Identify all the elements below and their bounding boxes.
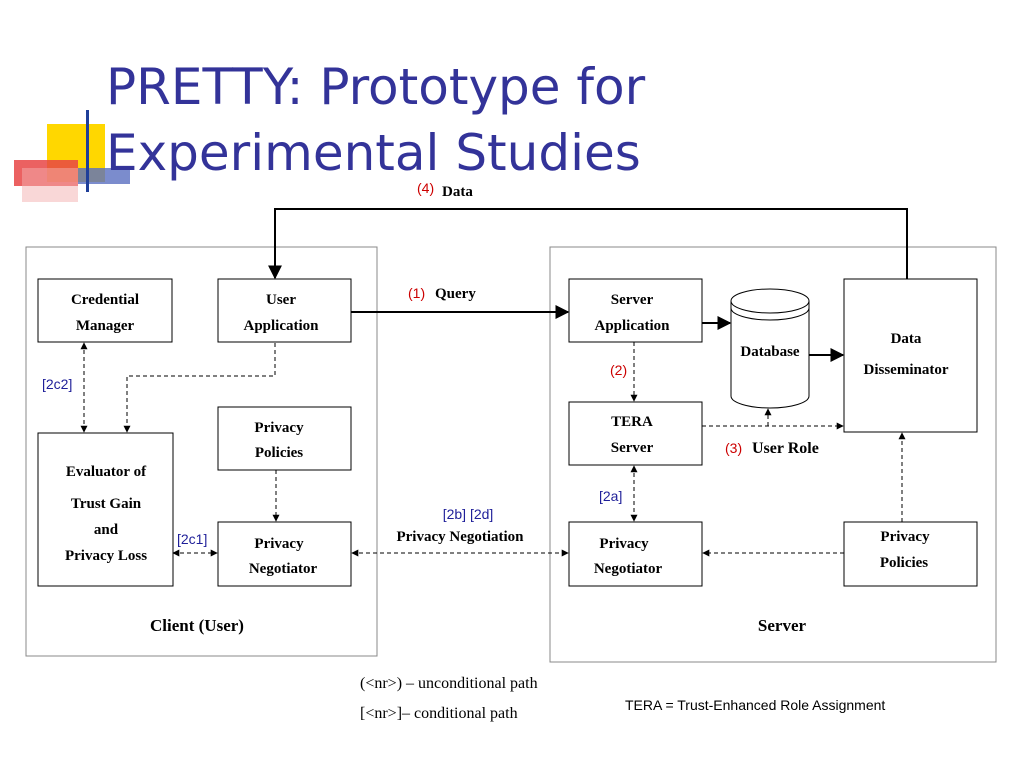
server-privacy-negotiator-box [568, 521, 703, 587]
credential-manager-label-1: Credential [71, 292, 139, 308]
step2a-number: [2a] [599, 488, 622, 504]
data-disseminator-label-2: Disseminator [864, 362, 949, 378]
server-application-label-1: Server [611, 292, 654, 308]
data-flow-arrow [268, 208, 908, 280]
tera-server-label-1: TERA [611, 414, 653, 430]
client-privacy-negotiator-box [217, 521, 352, 587]
evaluator-box [37, 432, 174, 587]
server-privacy-negotiator-label-1: Privacy [599, 536, 649, 552]
server-privacy-policies-box [843, 521, 978, 587]
tera-footnote: TERA = Trust-Enhanced Role Assignment [625, 697, 885, 713]
legend-unconditional-text: – unconditional path [402, 675, 538, 692]
legend-unconditional-symbol: (<nr>) [360, 675, 402, 692]
data-disseminator-box [843, 278, 978, 433]
user-application-box [217, 278, 352, 343]
database-cylinder [730, 288, 810, 409]
server-privacy-policies-label-2: Policies [880, 555, 928, 571]
title-decoration [14, 110, 130, 202]
tera-server-box [568, 401, 703, 466]
client-privacy-policies-label-1: Privacy [254, 420, 304, 436]
server-application-box [568, 278, 703, 343]
user-application-label-1: User [266, 292, 296, 308]
negotiation-label: Privacy Negotiation [396, 529, 524, 545]
data-flow-label: Data [442, 184, 473, 200]
client-privacy-negotiator-label-2: Negotiator [249, 561, 318, 577]
step2c2-number: [2c2] [42, 376, 72, 392]
client-container [25, 246, 378, 657]
server-group-label: Server [758, 616, 807, 635]
client-group-label: Client (User) [150, 616, 244, 635]
query-flow-number: (1) [408, 285, 425, 301]
client-privacy-policies-label-2: Policies [255, 445, 303, 461]
evaluator-label-2: Trust Gain [71, 496, 142, 512]
legend-unconditional: (<nr>) – unconditional path [360, 675, 538, 692]
legend-conditional: [<nr>]– conditional path [360, 705, 518, 722]
user-role-number: (3) [725, 440, 742, 456]
credential-manager-box [37, 278, 173, 343]
step2-number: (2) [610, 362, 627, 378]
data-disseminator-label-1: Data [891, 331, 922, 347]
slide-title-line-1: PRETTY: Prototype for [106, 58, 646, 116]
negotiation-number: [2b] [2d] [443, 506, 494, 522]
evaluator-label-3: and [94, 522, 119, 538]
legend-conditional-symbol: [<nr>] [360, 705, 402, 722]
legend-conditional-text: – conditional path [401, 705, 518, 722]
slide-title-line-2: Experimental Studies [106, 124, 641, 182]
user-application-label-2: Application [243, 318, 319, 334]
server-container [549, 246, 997, 663]
tera-server-label-2: Server [611, 440, 654, 456]
server-application-label-2: Application [594, 318, 670, 334]
credential-manager-label-2: Manager [76, 318, 135, 334]
step2c1-number: [2c1] [177, 531, 207, 547]
client-privacy-policies-box [217, 406, 352, 471]
server-privacy-policies-label-1: Privacy [880, 529, 930, 545]
user-role-label: User Role [752, 440, 819, 457]
client-privacy-negotiator-label-1: Privacy [254, 536, 304, 552]
data-flow-number: (4) [417, 180, 434, 196]
evaluator-label-1: Evaluator of [66, 464, 147, 480]
server-privacy-negotiator-label-2: Negotiator [594, 561, 663, 577]
query-flow-label: Query [435, 286, 476, 302]
evaluator-label-4: Privacy Loss [65, 548, 147, 564]
database-label: Database [740, 344, 800, 360]
user-app-to-evaluator-arrow [123, 343, 276, 433]
